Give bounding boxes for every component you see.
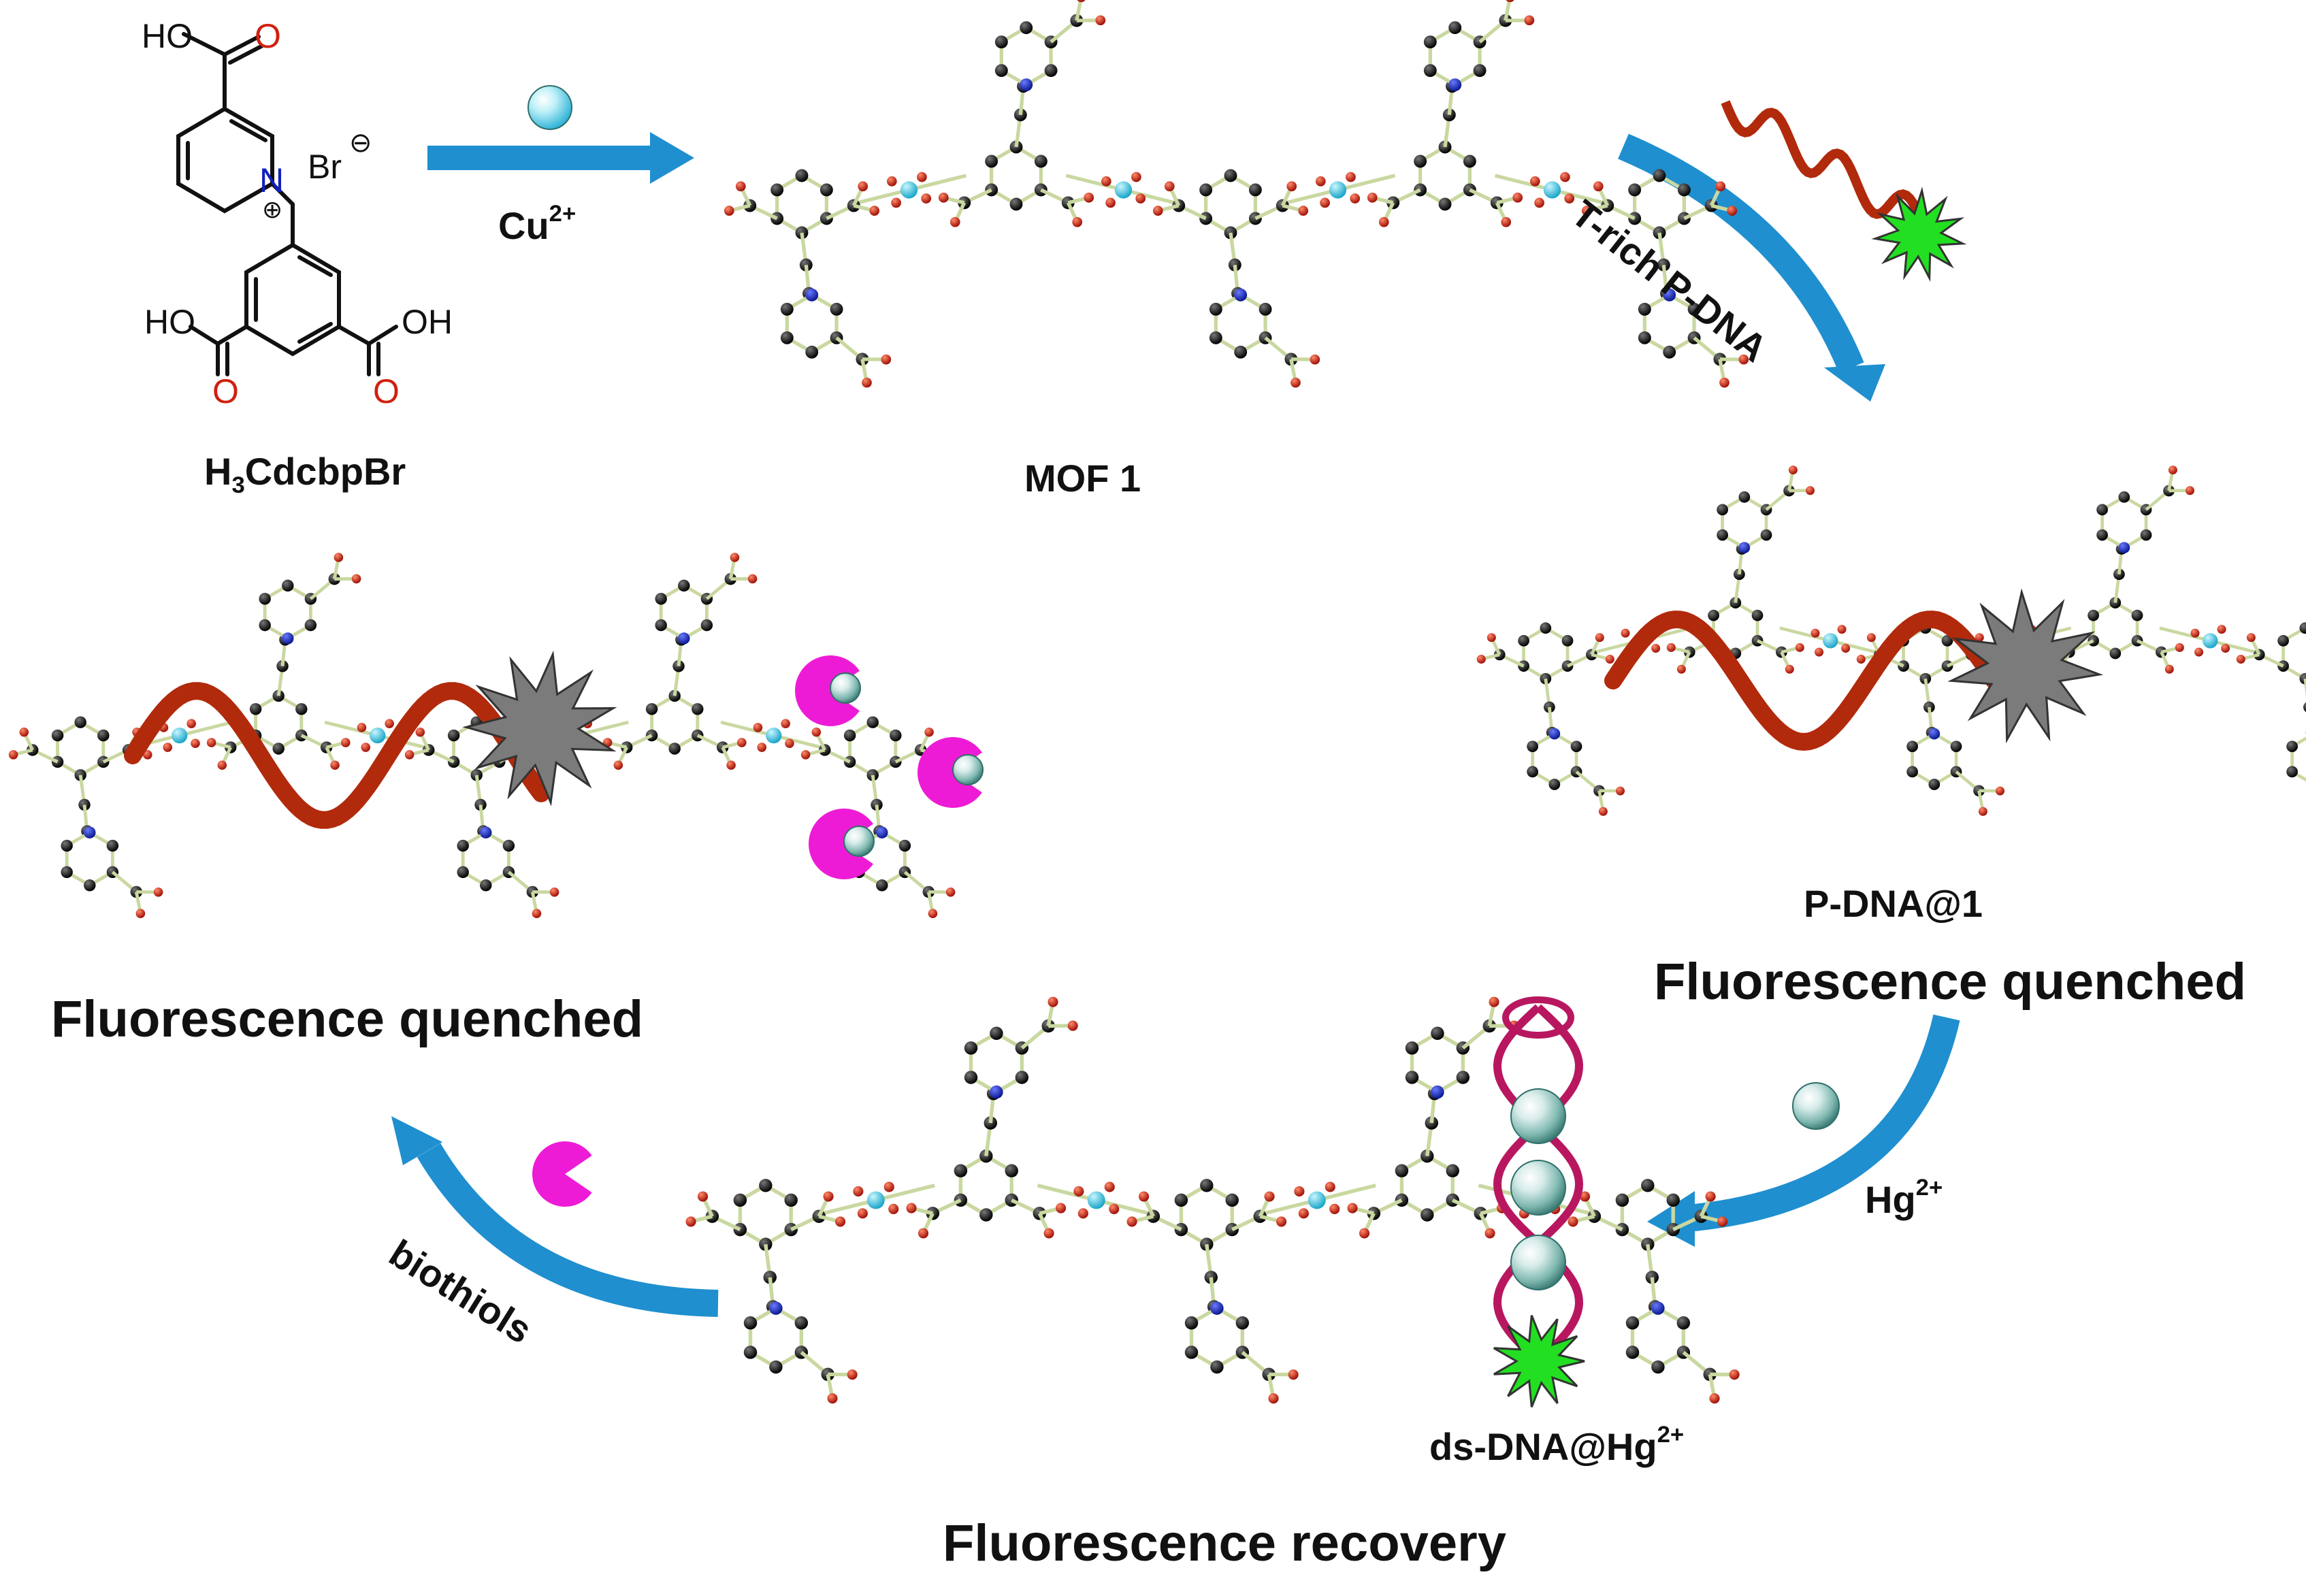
ligand-o-top: O bbox=[255, 19, 281, 53]
quencher-burst-icon bbox=[1951, 592, 2100, 740]
mof-1-chain bbox=[724, 0, 1749, 388]
sphere-icon bbox=[844, 826, 874, 856]
ligand-o-right: O bbox=[373, 374, 400, 408]
pacman-icon bbox=[532, 1141, 592, 1207]
ligand-br: Br bbox=[308, 150, 342, 184]
recovery-label: Fluorescence recovery bbox=[943, 1518, 1506, 1569]
hg-label: Hg2+ bbox=[1865, 1181, 1943, 1219]
ligand-n: N bbox=[259, 163, 284, 197]
ligand-structure bbox=[178, 34, 396, 374]
sphere-icon bbox=[830, 673, 860, 703]
pdna-strand bbox=[1725, 102, 1923, 225]
ligand-ho-top: HO bbox=[142, 19, 193, 53]
hg-ion-sphere-icon bbox=[1511, 1089, 1565, 1143]
ligand-name: H3CdcbpBr bbox=[204, 453, 406, 491]
quenched-left-label: Fluorescence quenched bbox=[51, 994, 643, 1045]
sphere-icon bbox=[953, 755, 983, 785]
mof-frameworks bbox=[9, 0, 2306, 1403]
hg-ion-sphere-icon bbox=[1793, 1083, 1839, 1129]
quenched-right-label: Fluorescence quenched bbox=[1654, 956, 2246, 1008]
charge-plus: ⊕ bbox=[262, 197, 282, 222]
ligand-o-left: O bbox=[212, 374, 239, 408]
charge-minus: ⊖ bbox=[349, 129, 372, 157]
mof-label: MOF 1 bbox=[1024, 459, 1141, 498]
dsdna-label: ds-DNA@Hg2+ bbox=[1429, 1428, 1684, 1466]
curved-arrow-icon bbox=[427, 132, 694, 184]
cu-label: Cu2+ bbox=[498, 207, 576, 245]
hg-ion-sphere-icon bbox=[1511, 1160, 1565, 1215]
cu-ion-sphere-icon bbox=[528, 86, 572, 129]
ligand-ho-left: HO bbox=[144, 305, 195, 339]
ligand-oh-right: OH bbox=[402, 305, 453, 339]
pdna-complex-label: P-DNA@1 bbox=[1804, 885, 1983, 923]
hg-ion-sphere-icon bbox=[1511, 1235, 1565, 1290]
pdna-bound-strand bbox=[1613, 619, 1994, 742]
